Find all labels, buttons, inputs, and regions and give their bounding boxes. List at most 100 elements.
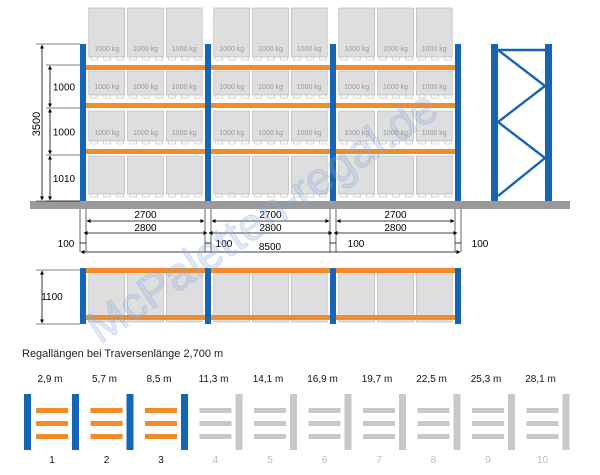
option-upright <box>181 394 188 450</box>
pallet-foot <box>116 94 124 99</box>
pallet-load <box>377 155 414 195</box>
pallet-load <box>290 110 328 142</box>
pallet-foot <box>444 140 452 145</box>
pallet-load <box>290 7 328 58</box>
load-label: 1000 kg <box>297 84 322 91</box>
pallet-foot <box>280 56 288 61</box>
load-label: 1000 kg <box>422 46 447 53</box>
pallet-foot <box>228 94 236 99</box>
pallet-foot <box>366 193 374 198</box>
pallet-foot <box>168 94 176 99</box>
frame-upright <box>491 44 498 201</box>
pallet-foot <box>254 193 262 198</box>
length-option-label: 8,5 m <box>146 374 171 385</box>
pallet-foot <box>405 56 413 61</box>
pallet-load <box>252 70 289 96</box>
option-beam <box>363 434 395 439</box>
pallet-foot <box>103 94 111 99</box>
load-label: 1000 kg <box>94 130 119 137</box>
pallet-foot <box>431 94 439 99</box>
frame-brace <box>496 49 547 197</box>
pallet-foot <box>241 56 249 61</box>
pallet-foot <box>444 193 452 198</box>
pallet-foot <box>142 94 150 99</box>
total-length-label: 8500 <box>259 242 282 253</box>
pallet-foot <box>168 193 176 198</box>
load-label: 1000 kg <box>297 46 322 53</box>
beam <box>336 103 455 108</box>
pallet-top <box>127 271 164 323</box>
pallet-foot <box>103 193 111 198</box>
option-upright <box>344 394 352 450</box>
pallet-foot <box>340 94 348 99</box>
option-beam <box>199 434 232 439</box>
pallet-foot <box>254 94 262 99</box>
pallet-foot <box>103 140 111 145</box>
pallet-load <box>338 70 376 96</box>
beam-top <box>86 315 205 320</box>
load-label: 1000 kg <box>297 130 322 137</box>
pallet-foot <box>319 193 327 198</box>
pallet-foot <box>129 193 137 198</box>
load-label: 1000 kg <box>258 130 283 137</box>
pallet-foot <box>215 56 223 61</box>
pallet-foot <box>306 140 314 145</box>
option-beam <box>308 408 341 413</box>
pallet-load <box>213 7 251 58</box>
pallet-foot <box>215 140 223 145</box>
pallet-foot <box>340 193 348 198</box>
pallet-load <box>127 70 164 96</box>
load-label: 1000 kg <box>383 130 408 137</box>
pallet-load <box>290 155 328 195</box>
load-label: 1000 kg <box>94 84 119 91</box>
pallet-foot <box>444 56 452 61</box>
pallet-foot <box>353 56 361 61</box>
option-beam <box>254 421 286 426</box>
pallet-foot <box>431 193 439 198</box>
pallet-foot <box>379 56 387 61</box>
option-upright <box>72 394 79 450</box>
pallet-foot <box>194 193 202 198</box>
end-gap-label: 100 <box>216 239 233 250</box>
pallet-foot <box>267 193 275 198</box>
pallet-foot <box>319 140 327 145</box>
pallet-foot <box>90 193 98 198</box>
pallet-top <box>252 271 289 323</box>
pallet-top <box>88 271 126 323</box>
beam <box>211 149 330 154</box>
pallet-foot <box>444 94 452 99</box>
load-label: 1000 kg <box>422 84 447 91</box>
pallet-foot <box>228 56 236 61</box>
load-label: 1000 kg <box>219 130 244 137</box>
option-beam <box>308 434 341 439</box>
pallet-foot <box>116 193 124 198</box>
load-label: 1000 kg <box>344 84 369 91</box>
pallet-foot <box>319 56 327 61</box>
pallet-foot <box>181 56 189 61</box>
length-option-number: 7 <box>376 455 382 466</box>
pallet-foot <box>353 94 361 99</box>
load-label: 1000 kg <box>133 130 158 137</box>
pallet-load <box>252 110 289 142</box>
pallet-foot <box>306 56 314 61</box>
end-gap-label: 100 <box>58 239 75 250</box>
pallet-load <box>165 110 203 142</box>
pallet-foot <box>90 56 98 61</box>
pallet-foot <box>241 94 249 99</box>
option-beam <box>36 408 68 413</box>
pallet-top <box>377 271 414 323</box>
pallet-top <box>415 271 453 323</box>
pallet-foot <box>241 140 249 145</box>
option-beam <box>526 408 559 413</box>
upright-top <box>80 268 86 324</box>
load-label: 1000 kg <box>94 46 119 53</box>
option-beam <box>363 408 395 413</box>
pallet-foot <box>340 56 348 61</box>
option-upright <box>453 394 461 450</box>
pallet-foot <box>280 193 288 198</box>
beam <box>336 149 455 154</box>
pallet-foot <box>418 193 426 198</box>
pallet-foot <box>168 140 176 145</box>
